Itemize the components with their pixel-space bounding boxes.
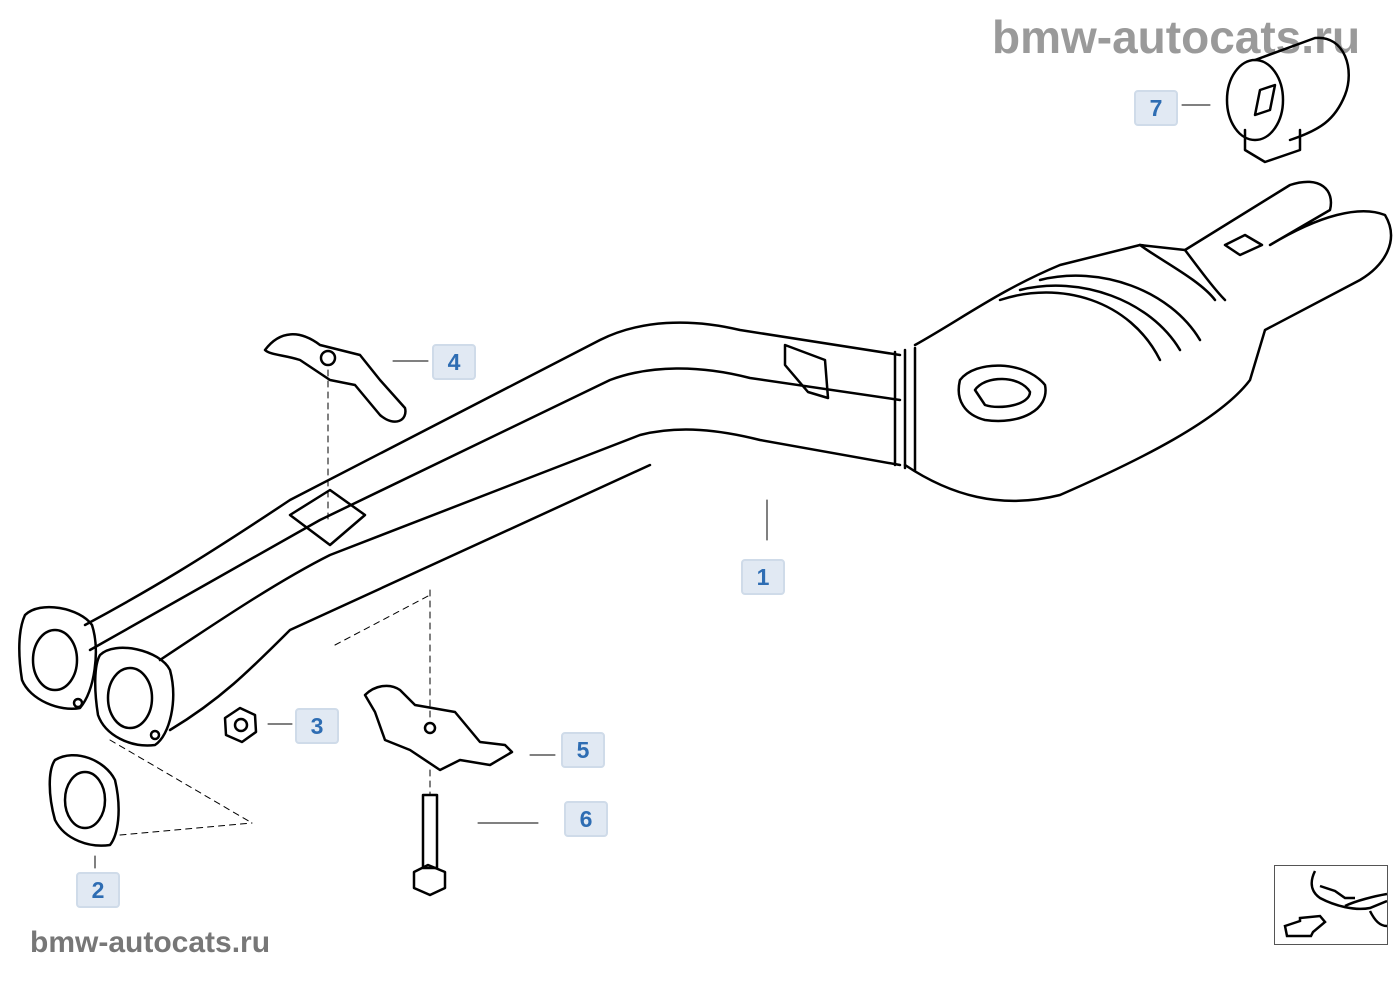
front-pipe-catalytic-converter	[18, 180, 1393, 747]
callout-6[interactable]: 6	[564, 801, 608, 837]
gasket	[48, 754, 120, 847]
callout-5[interactable]: 5	[561, 732, 605, 768]
callout-4[interactable]: 4	[432, 344, 476, 380]
leader-lines	[94, 104, 1211, 869]
bracket-lower	[363, 684, 514, 772]
vehicle-location-thumbnail[interactable]	[1274, 865, 1388, 945]
watermark-top: bmw-autocats.ru	[992, 11, 1361, 63]
car-front-arrow-icon	[1283, 870, 1388, 938]
bracket-upper	[263, 333, 407, 423]
clamp	[1225, 36, 1350, 164]
callout-7[interactable]: 7	[1134, 90, 1178, 126]
callout-3[interactable]: 3	[295, 708, 339, 744]
watermark-bottom: bmw-autocats.ru	[30, 926, 271, 959]
callout-2[interactable]: 2	[76, 872, 120, 908]
bolt	[412, 793, 447, 897]
callout-1[interactable]: 1	[741, 559, 785, 595]
nut	[223, 706, 258, 744]
